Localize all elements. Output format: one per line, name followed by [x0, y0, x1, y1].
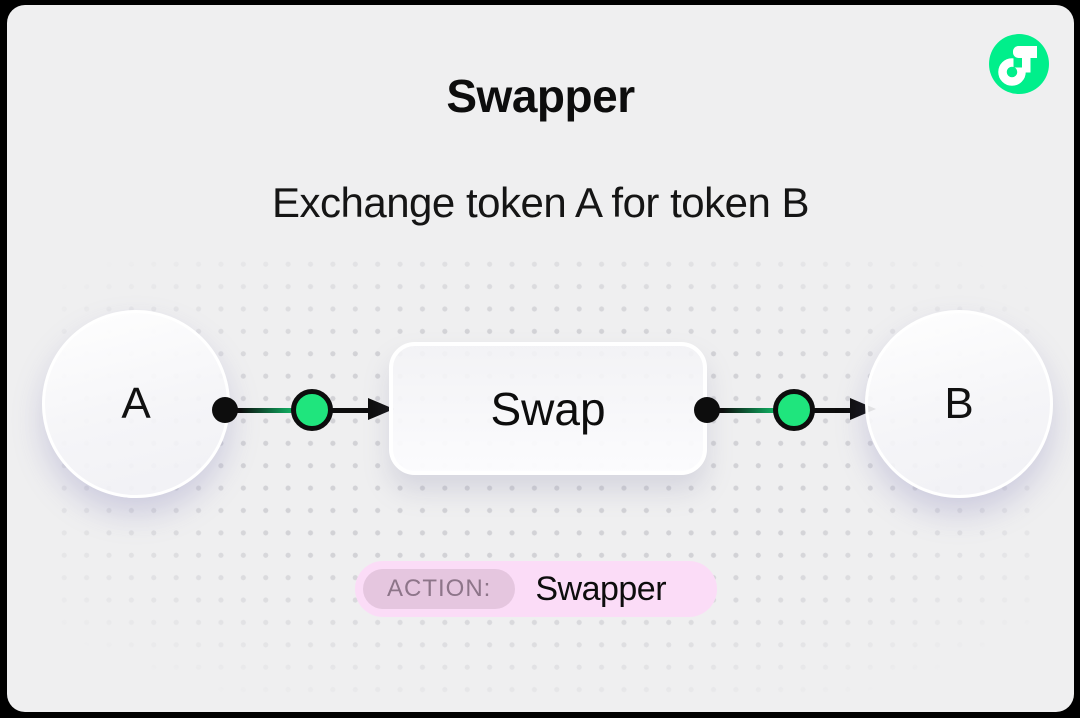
flow-logo-icon [987, 32, 1051, 96]
node-token-a: A [42, 310, 230, 498]
connector-token-indicator [291, 389, 333, 431]
action-badge: ACTION: Swapper [355, 561, 717, 617]
dot-grid-background [47, 247, 1034, 706]
node-swap-action: Swap [389, 342, 707, 475]
content-card: Swapper Exchange token A for token B A [7, 5, 1074, 712]
connector-gradient-line [707, 407, 795, 413]
connector-line [814, 407, 854, 413]
node-token-b: B [865, 310, 1053, 498]
node-swap-label: Swap [490, 382, 606, 435]
connector-gradient-line [225, 407, 313, 413]
page-title: Swapper [446, 70, 635, 122]
node-token-b-label: B [944, 379, 974, 428]
action-badge-label: ACTION: [363, 569, 516, 609]
connector-a-to-swap [212, 388, 394, 432]
connector-swap-to-b [694, 388, 876, 432]
node-token-a-label: A [121, 379, 151, 428]
connector-line [332, 407, 372, 413]
connector-token-indicator [773, 389, 815, 431]
arrowhead-icon [368, 398, 394, 420]
action-badge-value: Swapper [535, 569, 667, 608]
page-subtitle: Exchange token A for token B [271, 179, 810, 226]
